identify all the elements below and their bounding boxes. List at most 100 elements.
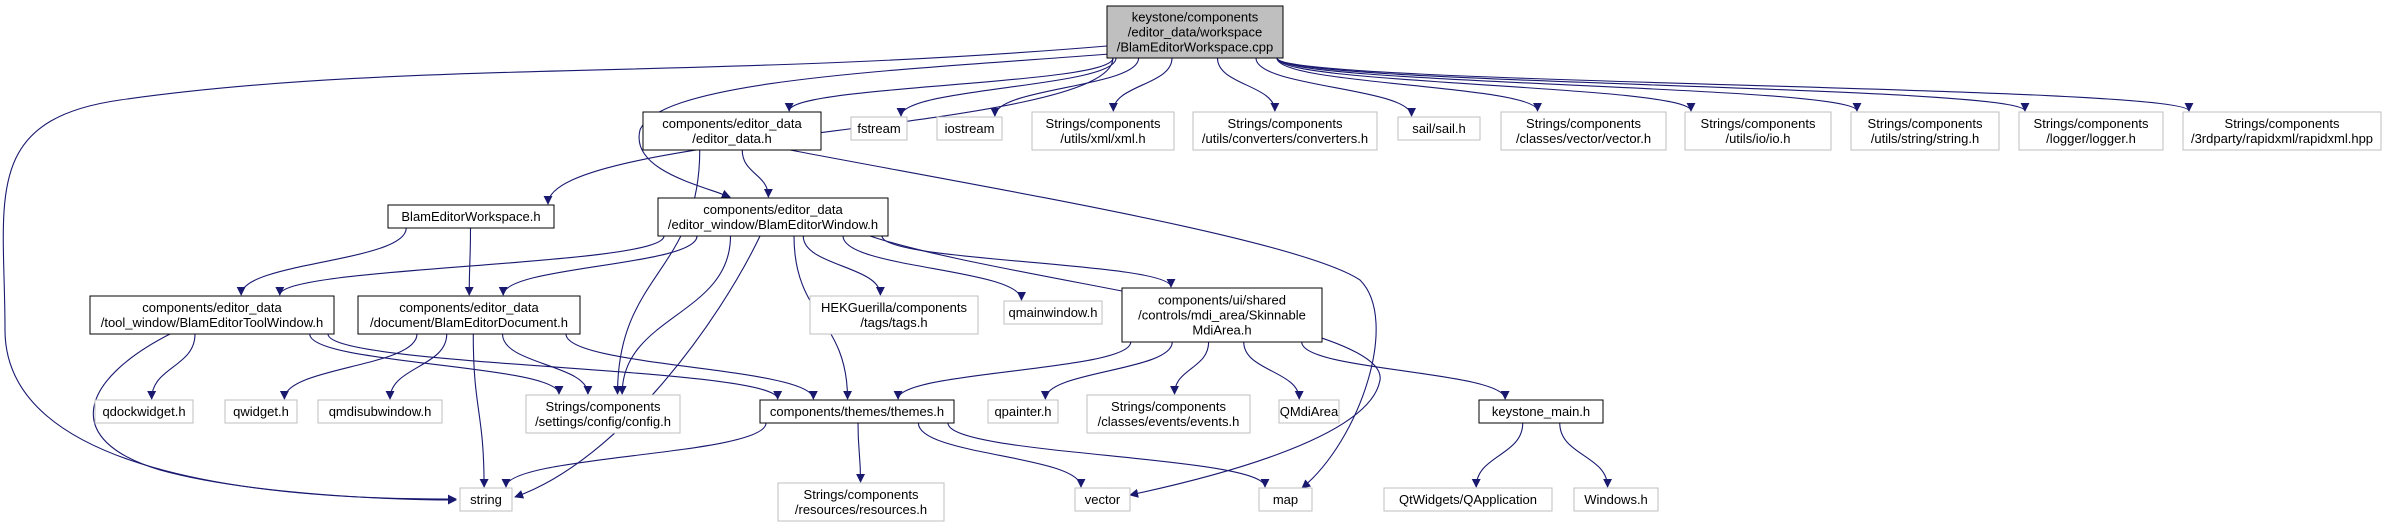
edge-themes-to-resources <box>856 422 866 483</box>
node-label-line: components/editor_data <box>399 300 539 315</box>
node-label-line: sail/sail.h <box>1412 121 1465 136</box>
node-label-line: /resources/resources.h <box>795 502 927 517</box>
node-keystone-main[interactable]: keystone_main.h <box>1478 399 1604 424</box>
node-qpainter: qpainter.h <box>987 399 1059 424</box>
node-box <box>1106 5 1284 59</box>
node-box <box>2182 111 2382 151</box>
node-box <box>1278 399 1340 424</box>
node-vector: vector <box>1074 487 1131 512</box>
edge-doc-h-to-string <box>472 333 489 488</box>
edge-doc-h-to-themes <box>565 333 818 400</box>
node-label-line: /utils/io/io.h <box>1725 131 1790 146</box>
node-label-line: Strings/components <box>1111 399 1226 414</box>
node-label-line: Strings/components <box>1868 116 1983 131</box>
edge-root-to-bew-h <box>543 57 1114 205</box>
node-box <box>759 399 955 424</box>
node-label-line: Strings/components <box>1526 116 1641 131</box>
node-label-line: qpainter.h <box>994 404 1051 419</box>
node-converters: Strings/components/utils/converters/conv… <box>1192 111 1378 151</box>
node-label-line: /tags/tags.h <box>860 315 927 330</box>
node-box <box>1684 111 1832 151</box>
node-box <box>1500 111 1667 151</box>
node-qmainwindow: qmainwindow.h <box>1003 300 1103 325</box>
node-fstream: fstream <box>850 116 908 141</box>
node-label-line: Strings/components <box>546 399 661 414</box>
node-themes[interactable]: components/themes/themes.h <box>759 399 955 424</box>
node-label-line: HEKGuerilla/components <box>821 300 967 315</box>
node-label-line: map <box>1273 492 1298 507</box>
dependency-nodes: keystone/components/editor_data/workspac… <box>89 5 2382 522</box>
edge-editor-data-h-to-config <box>613 149 701 395</box>
node-box <box>224 399 298 424</box>
edge-root-to-xml <box>1108 57 1173 112</box>
node-windows: Windows.h <box>1573 487 1659 512</box>
node-label-line: /controls/mdi_area/Skinnable <box>1138 308 1306 323</box>
node-events: Strings/components/classes/events/events… <box>1086 394 1251 434</box>
node-mdi[interactable]: components/ui/shared/controls/mdi_area/S… <box>1121 287 1323 343</box>
node-label-line: components/editor_data <box>142 300 282 315</box>
edge-keystone-main-to-windows <box>1559 422 1613 488</box>
node-box <box>1573 487 1659 512</box>
node-label-line: BlamEditorWorkspace.h <box>401 209 540 224</box>
edge-toolwin-h-to-themes <box>327 333 783 400</box>
edge-bewin-h-to-tags <box>802 235 885 296</box>
node-box <box>2018 111 2164 151</box>
edge-root-to-io <box>1276 57 1696 112</box>
node-box <box>777 482 945 522</box>
node-editor-data-h[interactable]: components/editor_data/editor_data.h <box>642 111 822 151</box>
node-box <box>1121 287 1323 343</box>
node-label-line: Strings/components <box>1046 116 1161 131</box>
edge-toolwin-h-to-string <box>92 333 457 505</box>
node-root[interactable]: keystone/components/editor_data/workspac… <box>1106 5 1284 59</box>
node-box <box>1478 399 1604 424</box>
node-label-line: QtWidgets/QApplication <box>1399 492 1537 507</box>
node-label-line: /editor_window/BlamEditorWindow.h <box>668 217 878 232</box>
node-iostream: iostream <box>936 116 1003 141</box>
node-toolwin-h[interactable]: components/editor_data/tool_window/BlamE… <box>89 295 335 335</box>
edge-mdi-to-themes <box>893 341 1132 400</box>
edge-root-to-bewin-h <box>638 53 1111 199</box>
node-resources: Strings/components/resources/resources.h <box>777 482 945 522</box>
node-box <box>317 399 443 424</box>
node-box <box>1258 487 1313 512</box>
node-box <box>1192 111 1378 151</box>
node-box <box>1031 111 1175 151</box>
edge-root-to-editor-data-h <box>784 57 1114 112</box>
dependency-edges <box>2 45 2194 505</box>
node-box <box>850 116 908 141</box>
node-bewin-h[interactable]: components/editor_data/editor_window/Bla… <box>657 197 889 237</box>
node-label-line: iostream <box>945 121 995 136</box>
node-bew-h[interactable]: BlamEditorWorkspace.h <box>387 204 555 229</box>
node-label-line: keystone_main.h <box>1492 404 1590 419</box>
node-xml: Strings/components/utils/xml/xml.h <box>1031 111 1175 151</box>
node-label-line: /utils/converters/converters.h <box>1202 131 1368 146</box>
node-label-line: Strings/components <box>1701 116 1816 131</box>
node-box <box>357 295 581 335</box>
node-doc-h[interactable]: components/editor_data/document/BlamEdit… <box>357 295 581 335</box>
node-label-line: Strings/components <box>804 487 919 502</box>
edge-bewin-h-to-mdi <box>881 235 1176 288</box>
node-box <box>94 399 194 424</box>
edge-mdi-to-events <box>1170 341 1210 395</box>
node-label-line: qwidget.h <box>233 404 289 419</box>
node-box <box>1397 116 1481 141</box>
edge-mdi-to-qpainter <box>1040 341 1173 400</box>
edge-root-to-logger <box>1276 57 2030 112</box>
edge-root-to-string-h <box>1276 57 1862 112</box>
node-box <box>1850 111 2000 151</box>
node-box <box>987 399 1059 424</box>
edge-bewin-h-to-qmainwindow <box>842 235 1026 301</box>
edge-toolwin-h-to-config <box>309 333 564 395</box>
edge-bew-h-to-toolwin-h <box>236 227 407 296</box>
node-label-line: Windows.h <box>1584 492 1648 507</box>
edge-editor-data-h-to-map <box>789 149 1377 489</box>
edge-bewin-h-to-string <box>514 235 761 499</box>
node-label-line: components/themes/themes.h <box>770 404 944 419</box>
node-label-line: qdockwidget.h <box>102 404 185 419</box>
edge-doc-h-to-qwidget <box>279 333 418 400</box>
node-sail: sail/sail.h <box>1397 116 1481 141</box>
node-rapidxml: Strings/components/3rdparty/rapidxml/rap… <box>2182 111 2382 151</box>
node-io: Strings/components/utils/io/io.h <box>1684 111 1832 151</box>
node-label-line: keystone/components <box>1132 10 1259 25</box>
node-label-line: components/ui/shared <box>1158 293 1286 308</box>
